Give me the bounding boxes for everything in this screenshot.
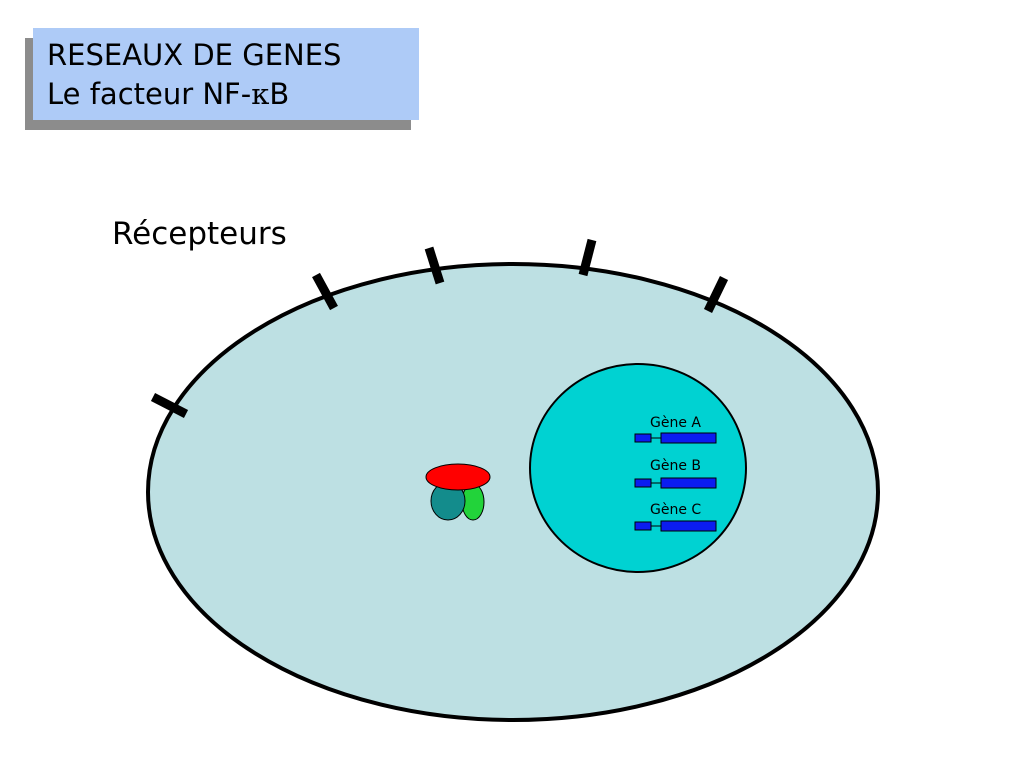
title-line-2-suffix: B: [269, 77, 290, 111]
gene-c: Gène C: [634, 502, 717, 532]
gene-a-coding: [660, 432, 717, 444]
receptor-4: [578, 238, 597, 277]
title-line-1: RESEAUX DE GENES: [47, 38, 342, 72]
kappa-symbol: κ: [251, 77, 270, 111]
ikb-inhibitor-red: [425, 463, 491, 491]
gene-c-label: Gène C: [650, 502, 701, 518]
gene-b-coding: [660, 477, 717, 489]
gene-c-promoter: [634, 521, 652, 531]
title-line-2-prefix: Le facteur NF-: [47, 77, 252, 111]
gene-b-promoter: [634, 478, 652, 488]
receptor-1: [150, 392, 189, 419]
gene-c-coding: [660, 520, 717, 532]
slide-title-box: RESEAUX DE GENES Le facteur NF-κB: [33, 28, 419, 120]
gene-a-promoter: [634, 433, 652, 443]
gene-b: Gène B: [634, 458, 717, 489]
receptors-label: Récepteurs: [112, 216, 287, 252]
receptor-5: [703, 276, 729, 313]
gene-a: Gène A: [634, 415, 717, 444]
receptor-2: [312, 272, 338, 311]
cell-cytoplasm: [146, 262, 880, 722]
receptor-3: [424, 246, 445, 285]
receptors-group: [150, 238, 729, 419]
title-line-2: Le facteur NF-κB: [47, 75, 419, 114]
gene-a-label: Gène A: [650, 415, 701, 431]
nucleus: [529, 363, 747, 573]
gene-b-label: Gène B: [650, 458, 701, 474]
nfkb-complex: [425, 463, 491, 521]
